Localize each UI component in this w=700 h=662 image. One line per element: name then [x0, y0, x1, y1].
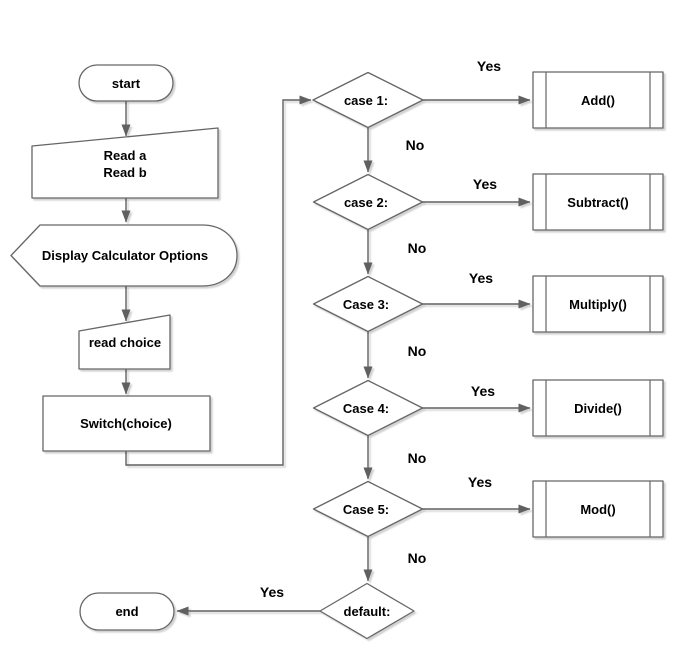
node-read-inputs-label-line1: Read a: [104, 148, 147, 163]
node-case2-shape: [312, 173, 424, 231]
node-labels-layer: start Read a Read b Display Calculator O…: [42, 76, 629, 619]
edge-label-case1-yes: Yes: [477, 58, 501, 74]
node-switch-shape: [42, 395, 211, 452]
edge-label-case4-yes: Yes: [471, 383, 495, 399]
node-case5-shape: [312, 480, 424, 538]
node-default-shape: [319, 582, 415, 640]
node-start-shape: [78, 64, 174, 102]
node-case4-label: Case 4:: [343, 401, 389, 416]
node-subtract-sidebars: [545, 174, 651, 230]
edge-label-case2-no: No: [408, 240, 427, 256]
node-read-choice-label: read choice: [89, 335, 161, 350]
edge-labels-layer: Yes No Yes No Yes No Yes No Yes No Yes: [260, 58, 501, 600]
edge-label-case3-no: No: [408, 343, 427, 359]
node-subtract-shape: [532, 173, 664, 231]
node-divide-shape: [532, 379, 664, 437]
node-display-options-label: Display Calculator Options: [42, 248, 208, 263]
node-start-label: start: [112, 76, 141, 91]
node-divide-sidebars: [545, 380, 651, 436]
node-divide-label: Divide(): [574, 401, 622, 416]
edge-switch-to-case1: [125, 95, 312, 466]
node-end-label: end: [115, 604, 138, 619]
edges-layer: [121, 95, 531, 616]
edge-label-case1-no: No: [406, 137, 425, 153]
node-add-label: Add(): [581, 93, 615, 108]
node-case5-label: Case 5:: [343, 502, 389, 517]
edge-label-case4-no: No: [408, 450, 427, 466]
node-case1-shape: [312, 71, 424, 129]
edge-label-case5-no: No: [408, 550, 427, 566]
node-multiply-shape: [532, 275, 664, 333]
node-case1-label: case 1:: [344, 93, 388, 108]
node-default-label: default:: [344, 604, 391, 619]
edge-label-case2-yes: Yes: [473, 176, 497, 192]
edge-label-case3-yes: Yes: [469, 270, 493, 286]
node-read-inputs-label-line2: Read b: [103, 165, 146, 180]
node-mod-sidebars: [545, 481, 651, 537]
node-mod-label: Mod(): [580, 502, 615, 517]
node-read-choice-shape: [78, 314, 171, 370]
node-add-shape: [532, 71, 664, 129]
node-case2-label: case 2:: [344, 195, 388, 210]
edge-label-default-yes: Yes: [260, 584, 284, 600]
node-case4-shape: [312, 379, 424, 437]
node-subtract-label: Subtract(): [567, 195, 628, 210]
node-mod-shape: [532, 480, 664, 538]
node-case3-shape: [312, 275, 424, 333]
node-case3-label: Case 3:: [343, 297, 389, 312]
edge-label-case5-yes: Yes: [468, 474, 492, 490]
node-multiply-sidebars: [545, 276, 651, 332]
node-read-inputs-shape: [31, 127, 219, 199]
shapes-layer: [10, 64, 664, 640]
node-end-shape: [79, 592, 175, 631]
node-multiply-label: Multiply(): [569, 297, 627, 312]
node-switch-label: Switch(choice): [80, 416, 172, 431]
node-display-options-shape: [10, 224, 238, 287]
node-add-sidebars: [545, 72, 651, 128]
